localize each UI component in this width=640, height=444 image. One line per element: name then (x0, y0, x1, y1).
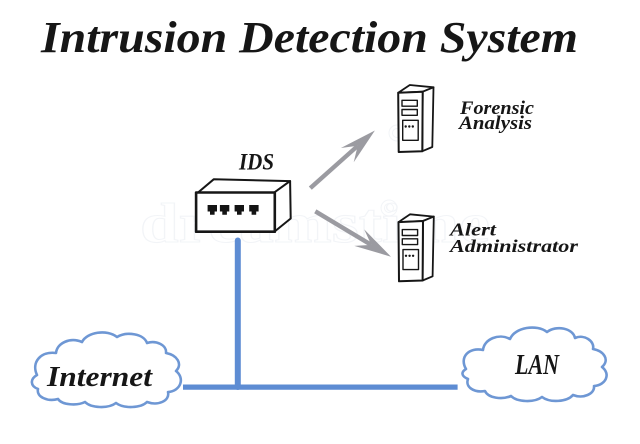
svg-text:Administrator: Administrator (449, 236, 578, 256)
svg-text:Forensic: Forensic (459, 98, 535, 119)
svg-text:LAN: LAN (514, 350, 560, 381)
svg-text:Internet: Internet (46, 362, 153, 393)
svg-text:Intrusion Detection System: Intrusion Detection System (40, 13, 578, 62)
svg-text:Alert: Alert (449, 220, 498, 240)
svg-text:dreamstime: dreamstime (140, 193, 490, 255)
svg-text:Analysis: Analysis (458, 113, 532, 134)
svg-text:IDS: IDS (238, 150, 274, 175)
